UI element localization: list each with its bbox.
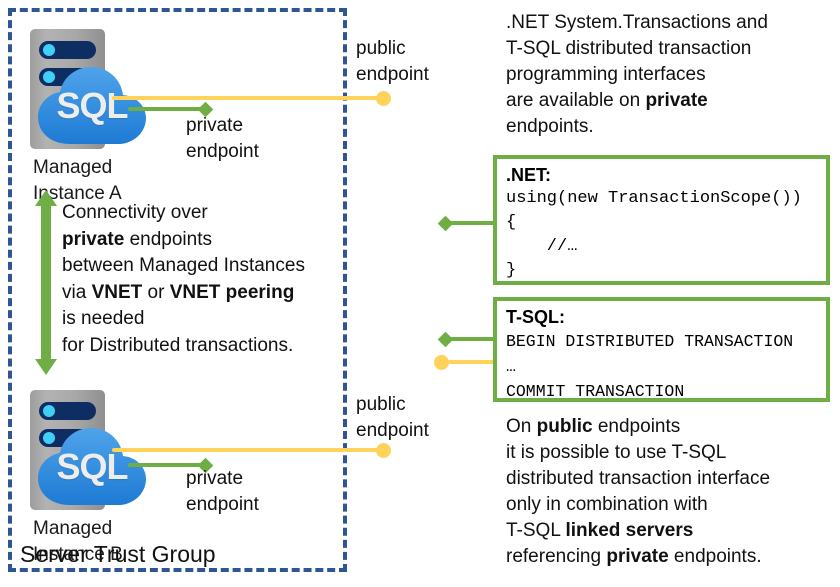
intro-note-line1: .NET System.Transactions and <box>506 12 768 33</box>
public-endpoint-label-a-line2: endpoint <box>356 64 429 85</box>
tsql-public-connector-marker <box>434 355 449 370</box>
dotnet-code-box: .NET: using(new TransactionScope()) { //… <box>493 155 830 285</box>
dotnet-connector-marker <box>437 215 454 232</box>
managed-instance-a-label-line1: Managed <box>33 157 113 178</box>
outro-note-line6: referencing private endpoints. <box>506 546 762 567</box>
tsql-private-connector-marker <box>437 331 454 348</box>
connectivity-note: Connectivity over private endpoints betw… <box>62 200 347 359</box>
public-endpoint-label-b-line1: public <box>356 394 406 415</box>
dotnet-code-header: .NET: <box>506 165 551 185</box>
intro-note-line3: programming interfaces <box>506 64 706 85</box>
server-slot-icon <box>39 402 96 420</box>
tsql-private-connector-line <box>448 337 498 341</box>
public-endpoint-label-a-line1: public <box>356 38 406 59</box>
intro-note-line5: endpoints. <box>506 116 594 137</box>
connectivity-note-line3: between Managed Instances <box>62 255 305 276</box>
sql-cloud-icon <box>36 427 148 507</box>
connectivity-note-line1: Connectivity over <box>62 202 208 223</box>
server-trust-group-title: Server Trust Group <box>20 541 216 567</box>
server-slot-icon <box>39 41 96 59</box>
sql-logo-text: SQL <box>56 446 128 487</box>
server-led-icon <box>43 405 55 417</box>
outro-note-line3: distributed transaction interface <box>506 468 771 489</box>
dotnet-code-snippet: using(new TransactionScope()) { //… } <box>506 189 802 280</box>
public-endpoint-line-a <box>112 96 390 100</box>
outro-note-line4: only in combination with <box>506 494 708 515</box>
managed-instance-b: SQL Managed Instance B <box>15 383 175 565</box>
connectivity-note-line6: for Distributed transactions. <box>62 334 294 356</box>
managed-instance-b-label-line1: Managed <box>33 518 113 539</box>
tsql-code-snippet: BEGIN DISTRIBUTED TRANSACTION … COMMIT T… <box>506 332 794 401</box>
server-led-icon <box>43 432 55 444</box>
dotnet-connector-line <box>448 221 498 225</box>
tsql-public-connector-line <box>448 360 498 364</box>
public-endpoint-label-a: public endpoint <box>356 36 466 88</box>
connectivity-note-line2: private endpoints <box>62 228 212 250</box>
tsql-code-box: T-SQL: BEGIN DISTRIBUTED TRANSACTION … C… <box>493 297 830 402</box>
public-endpoint-label-b-line2: endpoint <box>356 420 429 441</box>
managed-instance-b-label-line2: Instance B <box>33 544 123 565</box>
intro-note-line2: T-SQL distributed transaction <box>506 38 752 59</box>
intro-note: .NET System.Transactions and T-SQL distr… <box>506 10 836 140</box>
intro-note-line4: are available on private <box>506 90 708 111</box>
managed-instance-b-label: Managed Instance B <box>33 516 173 568</box>
tsql-code-header: T-SQL: <box>506 307 565 327</box>
private-endpoint-label-b-line1: private <box>186 468 244 489</box>
public-endpoint-marker-b <box>376 443 391 458</box>
private-endpoint-label-a-line1: private <box>186 115 244 136</box>
outro-note: On public endpoints it is possible to us… <box>506 414 836 570</box>
sql-logo-text: SQL <box>56 85 128 126</box>
sql-cloud-icon <box>36 66 148 146</box>
private-endpoint-label-b-line2: endpoint <box>186 494 259 515</box>
private-endpoint-line-a <box>128 107 208 111</box>
connectivity-note-line5: is needed <box>62 308 145 329</box>
private-endpoint-label-a: private endpoint <box>186 113 306 165</box>
private-endpoint-line-b <box>128 463 208 467</box>
outro-note-line2: it is possible to use T-SQL <box>506 442 727 463</box>
private-connectivity-arrow <box>34 190 58 375</box>
public-endpoint-marker-a <box>376 91 391 106</box>
server-led-icon <box>43 44 55 56</box>
private-endpoint-label-a-line2: endpoint <box>186 141 259 162</box>
server-trust-group-boundary <box>8 8 347 572</box>
managed-instance-a: SQL Managed Instance A <box>15 22 175 204</box>
server-led-icon <box>43 71 55 83</box>
connectivity-note-line4: via VNET or VNET peering <box>62 281 295 303</box>
private-endpoint-label-b: private endpoint <box>186 466 306 518</box>
outro-note-line5: T-SQL linked servers <box>506 520 694 541</box>
public-endpoint-line-b <box>112 448 390 452</box>
outro-note-line1: On public endpoints <box>506 416 681 437</box>
managed-instance-a-label: Managed Instance A <box>33 155 173 207</box>
managed-instance-a-label-line2: Instance A <box>33 183 122 204</box>
public-endpoint-label-b: public endpoint <box>356 392 466 444</box>
